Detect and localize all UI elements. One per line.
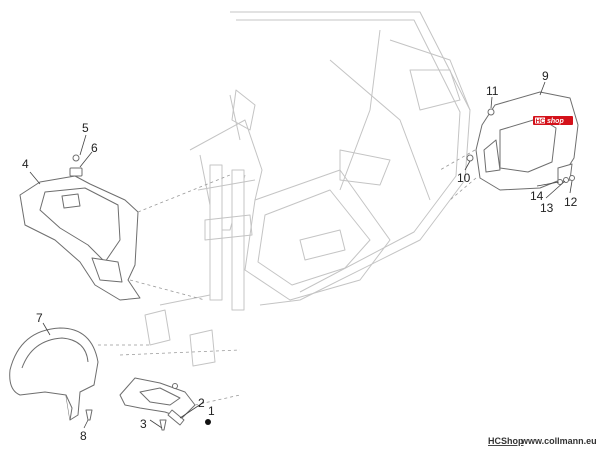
callout-13: 13: [540, 201, 554, 215]
callout-3: 3: [140, 417, 147, 431]
callout-1: 1: [208, 404, 215, 418]
callout-7: 7: [36, 311, 43, 325]
callout-4: 4: [22, 157, 29, 171]
footer-site: www.collmann.eu: [520, 436, 597, 446]
assembly-lines: [98, 149, 477, 406]
bracket-part: [119, 377, 196, 426]
callout-5: 5: [82, 121, 89, 135]
badge-shop-text: shop: [547, 118, 564, 125]
callout-2: 2: [198, 396, 205, 410]
callout-14: 14: [530, 189, 544, 203]
callout-10: 10: [457, 171, 471, 185]
front-mudguard-part: [9, 327, 99, 421]
callout-6: 6: [91, 141, 98, 155]
footer-brand: HCShop: [488, 436, 524, 446]
front-fork: [144, 164, 256, 367]
hcshop-badge: HC shop: [533, 116, 573, 125]
footer-watermark: HCShop www.collmann.eu: [488, 436, 597, 446]
inner-shield-part: [19, 175, 141, 301]
callout-11: 11: [486, 84, 499, 98]
callouts: 1 2 3 4 5 6 7 8 9 10 11 12 13 14: [22, 69, 578, 443]
callout-9: 9: [542, 69, 549, 83]
callout-12: 12: [564, 195, 578, 209]
leader-lines: [29, 81, 573, 429]
callout-8: 8: [80, 429, 87, 443]
scooter-frame: [189, 11, 471, 306]
badge-hc-text: HC: [536, 118, 546, 125]
